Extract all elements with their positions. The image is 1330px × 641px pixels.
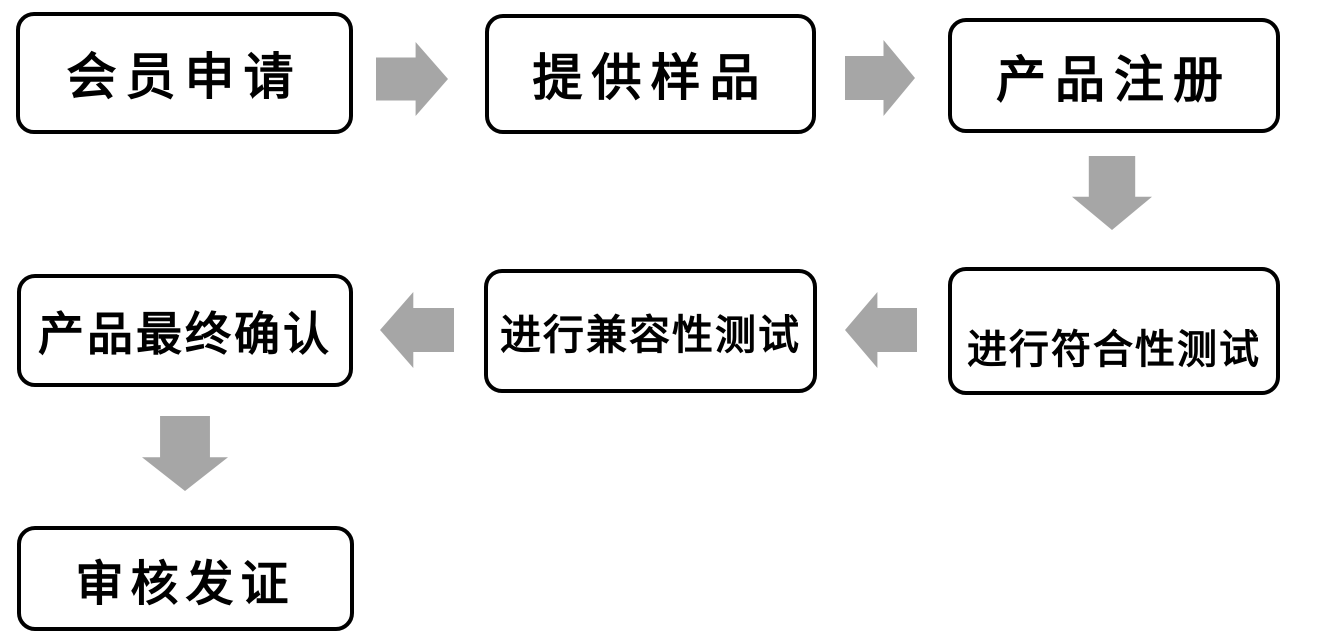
arrow-shape (845, 40, 915, 116)
node-review-issue-certificate: 审核发证 (17, 526, 354, 631)
arrow-shape (1072, 156, 1152, 230)
node-compatibility-testing: 进行兼容性测试 (484, 269, 817, 393)
flow-arrow-down-icon (142, 416, 228, 491)
node-provide-samples: 提供样品 (485, 14, 816, 134)
flow-arrow-right-icon (376, 42, 448, 116)
node-product-registration: 产品注册 (948, 18, 1280, 133)
flow-arrow-left-icon (380, 292, 454, 368)
arrow-shape (845, 292, 917, 368)
arrow-shape (142, 416, 228, 491)
arrow-shape (380, 292, 454, 368)
flow-arrow-left-icon (845, 292, 917, 368)
arrow-shape (376, 42, 448, 116)
flow-arrow-down-icon (1072, 156, 1152, 230)
node-product-final-confirmation: 产品最终确认 (17, 274, 353, 387)
node-conformity-testing: 进行符合性测试 (948, 267, 1280, 395)
node-member-application: 会员申请 (16, 12, 353, 134)
flow-arrow-right-icon (845, 40, 915, 116)
